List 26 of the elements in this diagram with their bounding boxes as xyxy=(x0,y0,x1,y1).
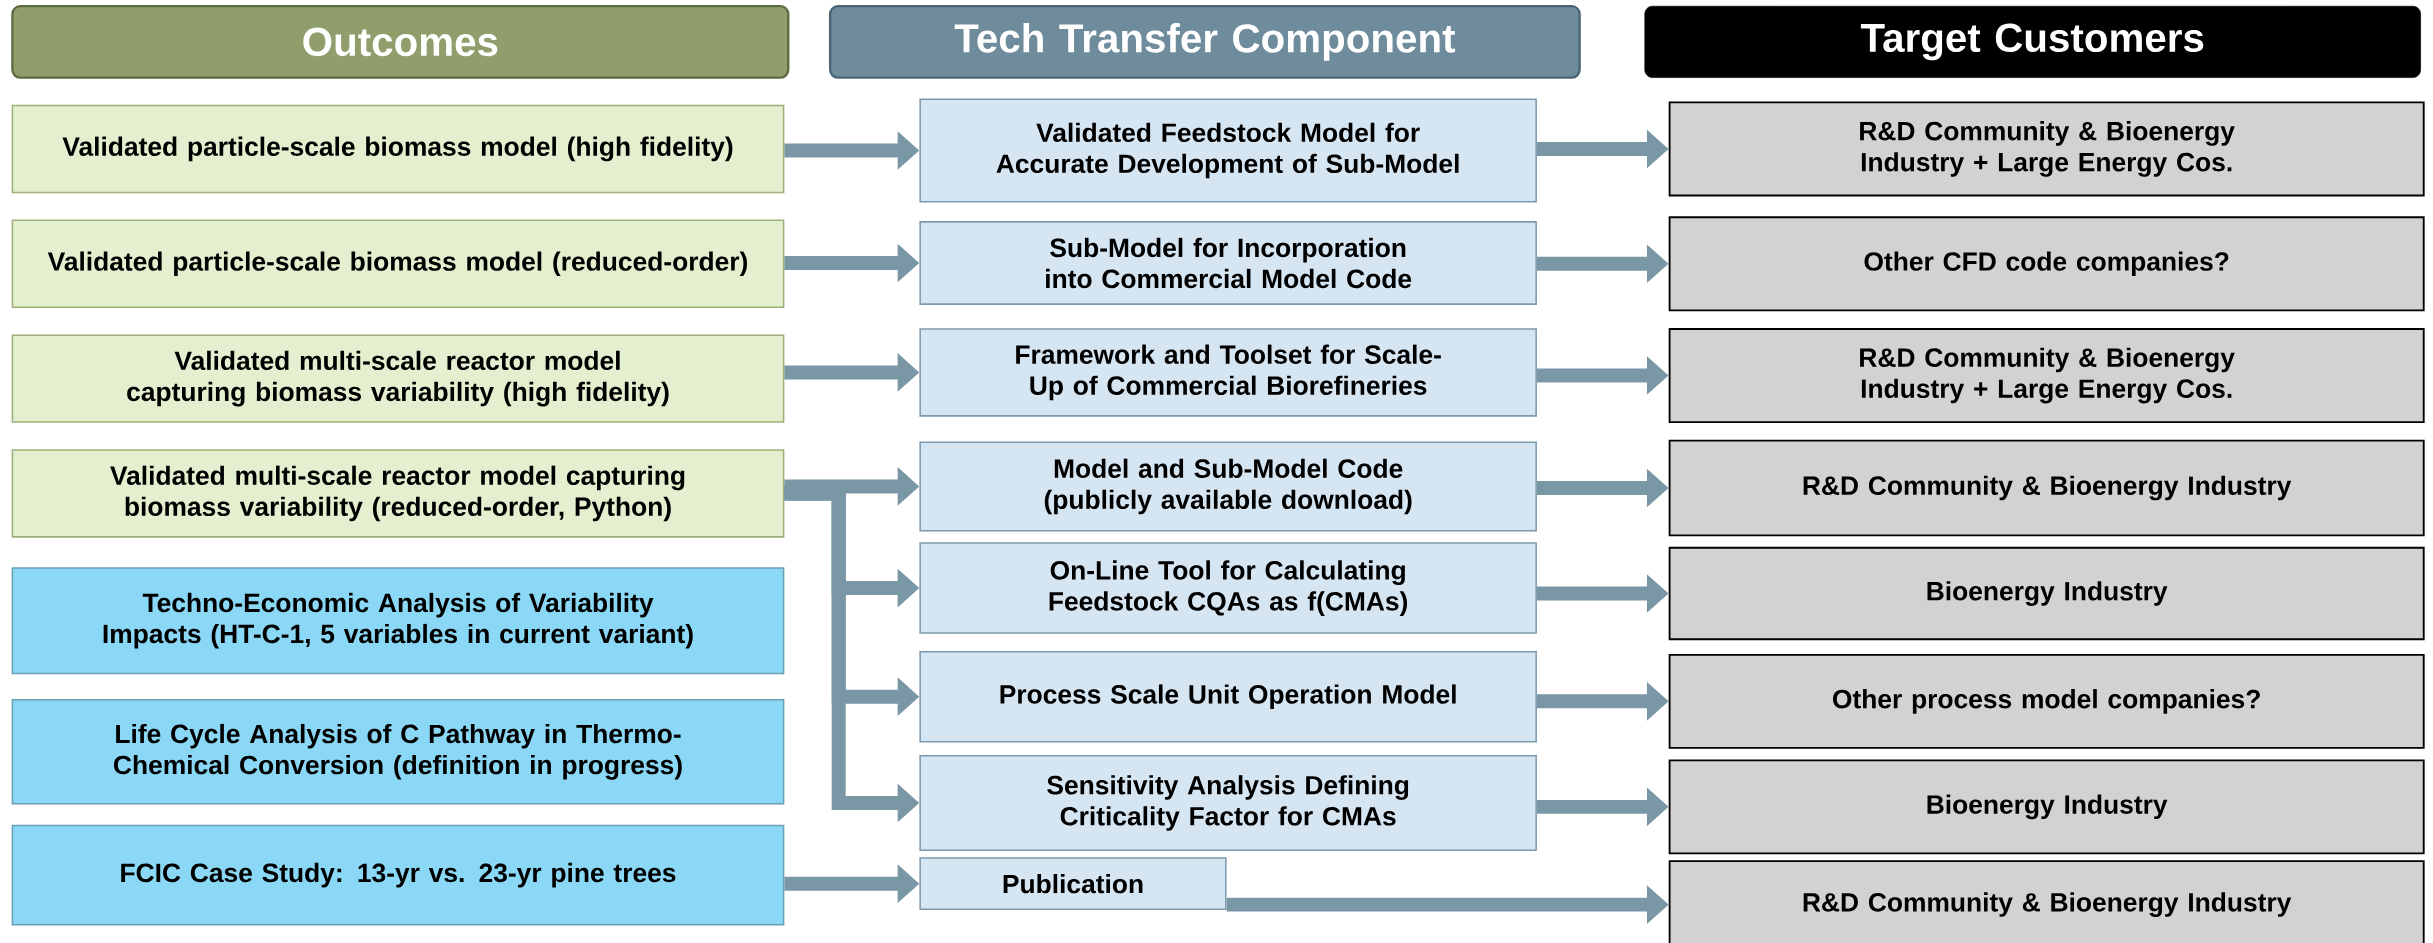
customer-box: Other CFD code companies? xyxy=(1668,216,2425,312)
component-box: Model and Sub-Model Code (publicly available download) xyxy=(919,441,1537,532)
outcome-box: Validated particle-scale biomass model (high fidelity) xyxy=(11,104,785,193)
customer-box: R&D Community & Bioenergy Industry + Large Energy Cos. xyxy=(1668,327,2425,423)
outcome-box: Validated multi-scale reactor model capturing biomass variability (high fidelity) xyxy=(11,334,785,423)
outcome-box: Validated multi-scale reactor model capturing biomass variability (reduced-order, Python) xyxy=(11,449,785,538)
customer-box: R&D Community & Bioenergy Industry xyxy=(1668,860,2425,943)
customer-box: R&D Community & Bioenergy Industry xyxy=(1668,439,2425,537)
customer-box: Bioenergy Industry xyxy=(1668,759,2425,855)
outcome-box: Validated particle-scale biomass model (reduced-order) xyxy=(11,219,785,308)
outcome-box: FCIC Case Study: 13-yr vs. 23-yr pine trees xyxy=(11,824,785,926)
component-box: Publication xyxy=(919,857,1227,910)
customer-box: Other process model companies? xyxy=(1668,653,2425,749)
component-box: Process Scale Unit Operation Model xyxy=(919,650,1537,743)
header-banner: Tech Transfer Component xyxy=(829,4,1581,79)
customer-box: R&D Community & Bioenergy Industry + Large Energy Cos. xyxy=(1668,101,2425,197)
header-banner: Outcomes xyxy=(11,4,790,79)
component-box: Sensitivity Analysis Defining Criticality Factor for CMAs xyxy=(919,754,1537,851)
header-banner: Target Customers xyxy=(1644,5,2421,78)
customer-box: Bioenergy Industry xyxy=(1668,546,2425,640)
component-box: Sub-Model for Incorporation into Commercial Model Code xyxy=(919,220,1537,305)
component-box: Validated Feedstock Model for Accurate Development of Sub-Model xyxy=(919,98,1537,203)
outcome-box: Life Cycle Analysis of C Pathway in Thermo-Chemical Conversion (definition in progress) xyxy=(11,698,785,805)
component-box: On-Line Tool for Calculating Feedstock CQAs as f(CMAs) xyxy=(919,542,1537,634)
outcome-box: Techno-Economic Analysis of Variability Impacts (HT-C-1, 5 variables in current variant) xyxy=(11,566,785,674)
component-box: Framework and Toolset for Scale-Up of Commercial Biorefineries xyxy=(919,327,1537,417)
